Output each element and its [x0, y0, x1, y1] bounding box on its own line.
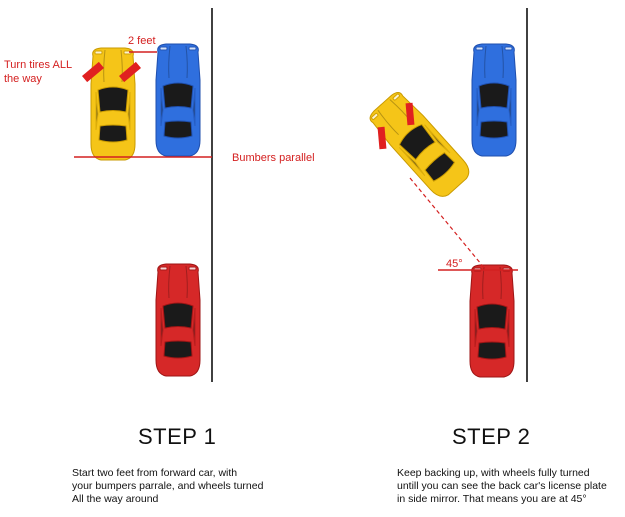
- angle-label: 45°: [446, 258, 463, 270]
- bumpers-label: Bumbers parallel: [232, 152, 315, 164]
- front-tire-marker-icon: [377, 126, 387, 150]
- step1-description: Start two feet from forward car, with yo…: [72, 467, 264, 505]
- front-tire-marker-icon: [119, 61, 141, 83]
- tires-label: Turn tires ALL the way: [4, 59, 73, 85]
- blue-car-icon: [471, 43, 517, 157]
- front-tire-marker-icon: [405, 102, 415, 126]
- front-tire-marker-icon: [82, 61, 104, 83]
- red-car-icon: [155, 263, 201, 377]
- blue-car-icon: [155, 43, 201, 157]
- gap-label: 2 feet: [128, 35, 156, 47]
- step1-title: STEP 1: [138, 424, 217, 449]
- red-car-icon: [469, 264, 515, 378]
- step2-title: STEP 2: [452, 424, 531, 449]
- sight-line: [409, 177, 487, 271]
- step2-description: Keep backing up, with wheels fully turne…: [397, 467, 607, 505]
